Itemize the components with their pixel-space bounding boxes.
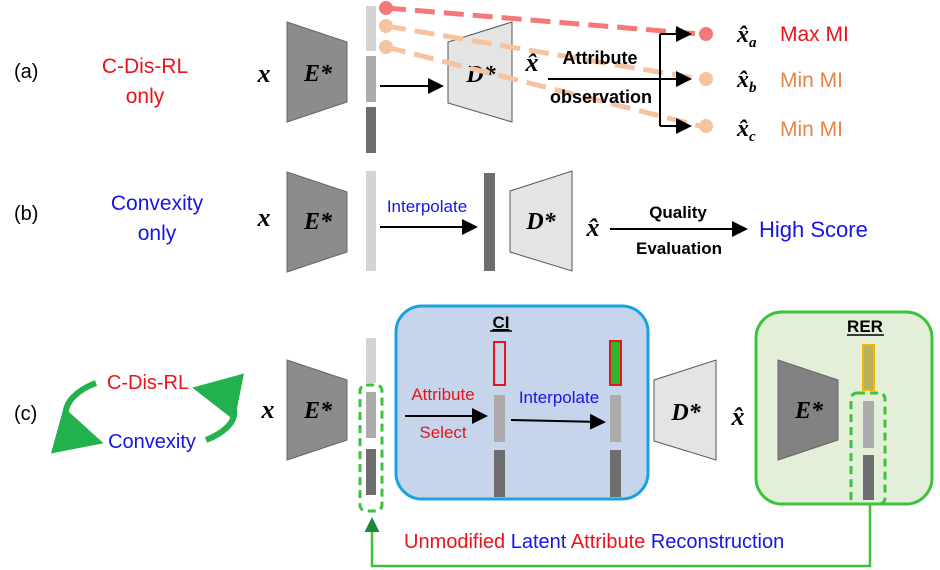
row-a-dashed-line-c	[385, 44, 701, 129]
rer-encoder-label: E*	[794, 398, 824, 424]
row-a: (a) C-Dis-RL only x E* D* x̂ Attrib	[14, 1, 849, 153]
ci-select-line1: Attribute	[411, 385, 474, 404]
ci-select-line2: Select	[419, 423, 467, 442]
row-a-dashed-line-b	[385, 23, 701, 82]
ci-latent-bar-3	[494, 450, 505, 497]
row-b-encoder-label: E*	[303, 209, 333, 235]
row-c-latent-bar-1	[366, 338, 376, 383]
ci-arrow-interpolate	[510, 413, 606, 430]
row-b-method-line1: Convexity	[111, 192, 204, 215]
ci-op-label: Interpolate	[519, 388, 599, 407]
row-a-dot-end-c	[699, 119, 713, 133]
row-a-latent-bar-2	[366, 56, 376, 102]
row-c-decoder-shape	[653, 359, 717, 461]
caption-word-unmodified: Unmodified	[404, 531, 505, 553]
row-b-eval-line1: Quality	[649, 203, 707, 222]
row-a-output-xhat: x̂	[525, 48, 539, 77]
row-b-decoder-shape	[509, 170, 573, 272]
rer-latent-bar-3	[863, 455, 874, 500]
caption-word-reconstruction: Reconstruction	[651, 531, 784, 553]
row-a-label: (a)	[14, 61, 38, 83]
ci-latent-bar-2	[494, 395, 505, 442]
row-c-encoder-label: E*	[303, 398, 333, 424]
row-a-dot-end-b	[699, 72, 713, 86]
rer-box	[754, 310, 934, 506]
row-a-encoder-label: E*	[303, 61, 333, 87]
row-b-label: (b)	[14, 203, 38, 225]
row-c-decoder-label: D*	[670, 400, 701, 426]
row-a-output-a-symbol: x̂a	[736, 22, 757, 51]
reconstruction-feedback-arrow	[364, 504, 872, 568]
row-c-unmodified-dashed-box	[358, 383, 384, 513]
row-c-label: (c)	[14, 403, 37, 425]
cycle-top-text: C-Dis-RL	[107, 372, 189, 394]
row-a-dot-start-b	[379, 19, 393, 33]
rer-latent-attribute	[862, 344, 875, 391]
rer-encoder-shape	[777, 359, 839, 461]
row-a-latent-bar-1	[366, 6, 376, 51]
row-a-dot-start-c	[379, 40, 393, 54]
ci-out-bar-2	[610, 395, 621, 442]
row-a-output-c-symbol: x̂c	[736, 116, 756, 145]
row-b-encoder-shape	[286, 171, 348, 273]
row-a-eval-line1: Attribute	[563, 48, 638, 68]
row-a-eval-line2: observation	[550, 87, 652, 107]
ci-latent-selected-empty	[493, 341, 506, 386]
row-b-decoder-label: D*	[525, 209, 556, 235]
row-b-interpolated-bar	[484, 173, 495, 271]
bottom-caption: Unmodified Latent Attribute Reconstructi…	[404, 531, 784, 553]
row-c-output-xhat: x̂	[731, 402, 745, 431]
ci-latent-interpolated	[609, 340, 622, 386]
rer-title: RER	[847, 317, 883, 336]
ci-out-bar-3	[610, 450, 621, 497]
cycle-arrow-left	[50, 380, 104, 454]
caption-word-latent: Latent	[511, 531, 567, 553]
row-a-latent-bar-3	[366, 107, 376, 153]
row-b-result: High Score	[759, 217, 868, 242]
row-a-encoder-shape	[286, 21, 348, 123]
row-a-output-a-text: Max MI	[780, 23, 849, 46]
row-c-latent-bar-3	[366, 449, 376, 495]
row-b-op-label: Interpolate	[387, 197, 467, 216]
row-c: (c) C-Dis-RL Convexity x E* CI Attribute…	[14, 304, 934, 568]
row-b-input-x: x	[257, 203, 271, 232]
cycle-arrow-right	[192, 373, 245, 443]
row-b-output-xhat: x̂	[586, 213, 600, 242]
row-a-dot-end-a	[699, 27, 713, 41]
caption-word-attribute: Attribute	[571, 531, 645, 553]
row-a-output-c-text: Min MI	[780, 118, 843, 141]
ci-box	[394, 304, 650, 501]
row-a-dashed-line-a	[385, 5, 701, 37]
row-a-output-b-symbol: x̂b	[736, 67, 757, 96]
row-b-method-line2: only	[138, 222, 177, 245]
row-a-dot-start-a	[379, 1, 393, 15]
row-a-output-b-text: Min MI	[780, 69, 843, 92]
row-b-latent-bar	[366, 171, 376, 271]
row-a-decoder-label: D*	[465, 62, 496, 88]
cycle-bottom-text: Convexity	[108, 431, 196, 453]
row-c-latent-bar-2	[366, 392, 376, 438]
row-c-encoder-shape	[286, 359, 348, 461]
row-a-method-line1: C-Dis-RL	[102, 55, 188, 78]
row-b: (b) Convexity only x E* Interpolate D* x…	[14, 170, 868, 273]
row-c-input-x: x	[261, 395, 275, 424]
row-a-method-line2: only	[126, 85, 165, 108]
row-a-input-x: x	[257, 59, 271, 88]
rer-latent-bar-2	[863, 401, 874, 448]
rer-dashed-box	[849, 391, 887, 506]
row-b-eval-line2: Evaluation	[636, 239, 722, 258]
ci-title: CI	[493, 313, 510, 332]
